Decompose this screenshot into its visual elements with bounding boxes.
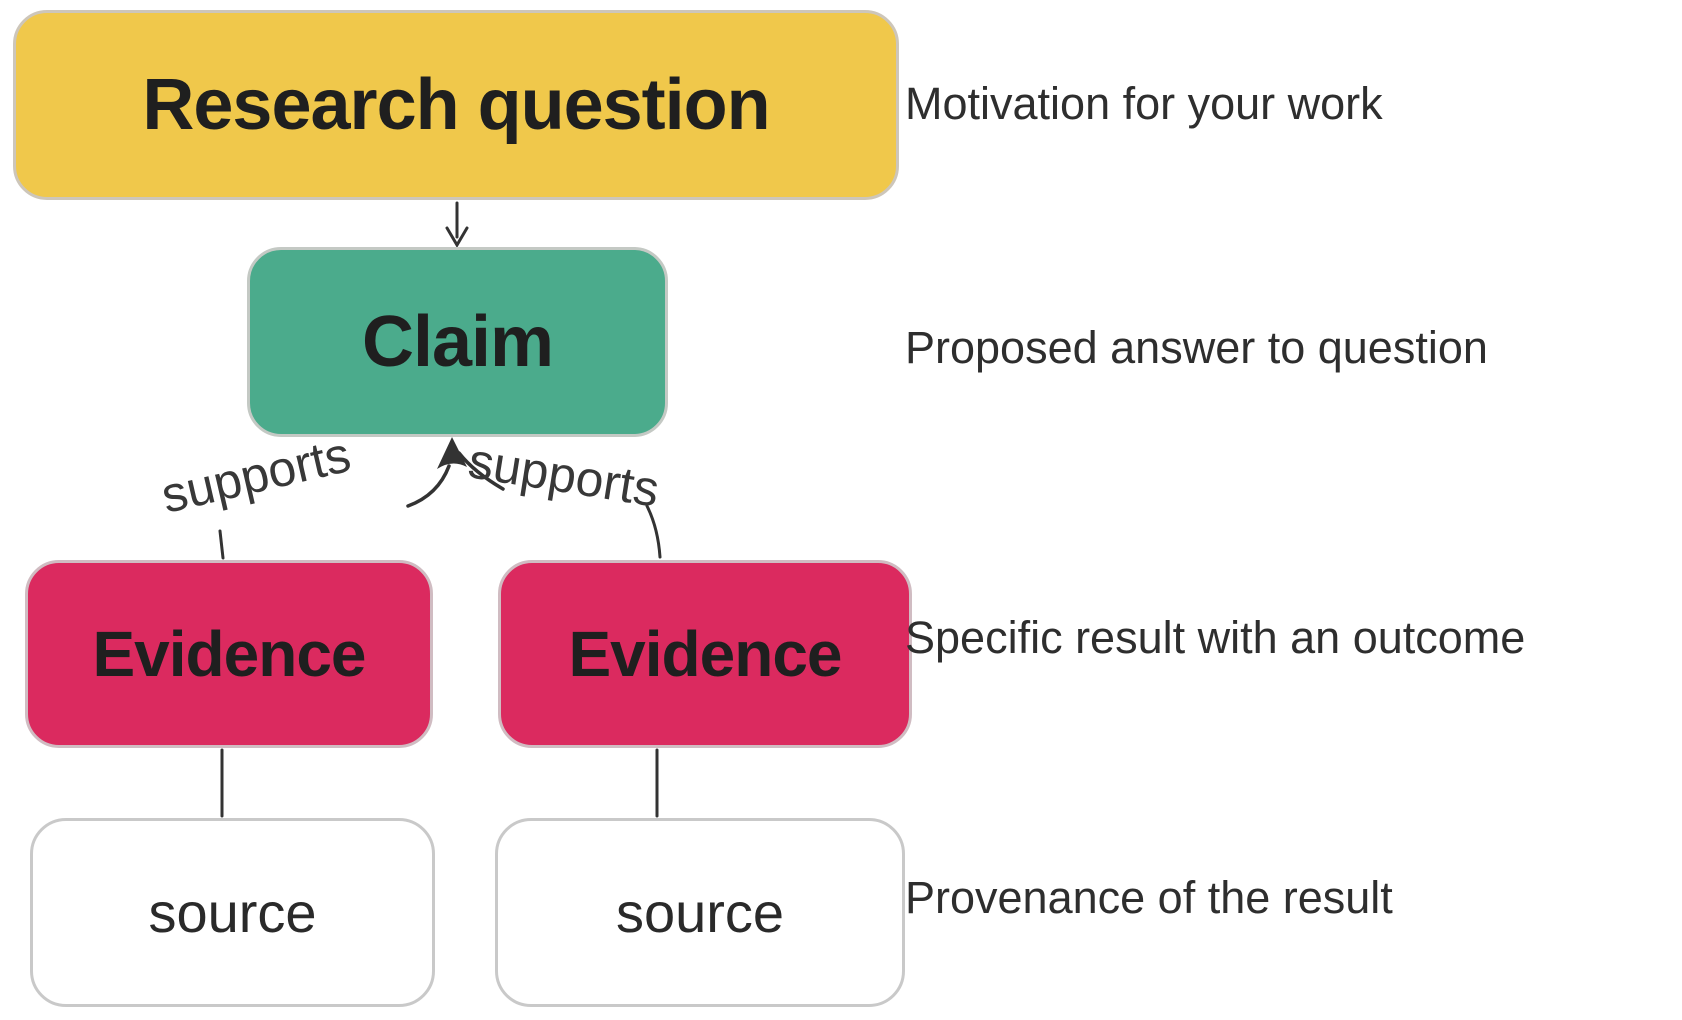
node-claim-label: Claim — [361, 302, 554, 382]
arrow-question-to-claim-head — [445, 226, 469, 248]
node-evidence-2: Evidence — [498, 560, 912, 748]
node-source-2: source — [495, 818, 905, 1007]
supports-arrow-head — [437, 437, 467, 469]
node-source-1-label: source — [148, 881, 317, 944]
edge-tick-left-evidence — [218, 529, 225, 560]
annotation-evidence: Specific result with an outcome — [905, 612, 1526, 663]
node-claim: Claim — [247, 247, 668, 437]
edge-label-supports-left: supports — [156, 426, 356, 524]
node-research-question-label: Research question — [142, 65, 770, 145]
edge-label-supports-right: supports — [464, 432, 663, 518]
annotation-source: Provenance of the result — [905, 872, 1393, 923]
node-research-question: Research question — [13, 10, 899, 200]
annotation-research-question: Motivation for your work — [905, 78, 1383, 129]
node-source-2-label: source — [615, 881, 785, 944]
node-evidence-1-label: Evidence — [92, 618, 366, 690]
annotation-claim: Proposed answer to question — [905, 322, 1488, 373]
node-source-1: source — [30, 818, 435, 1007]
node-evidence-2-label: Evidence — [568, 618, 842, 690]
node-evidence-1: Evidence — [25, 560, 433, 748]
supports-left-stem — [406, 464, 451, 508]
